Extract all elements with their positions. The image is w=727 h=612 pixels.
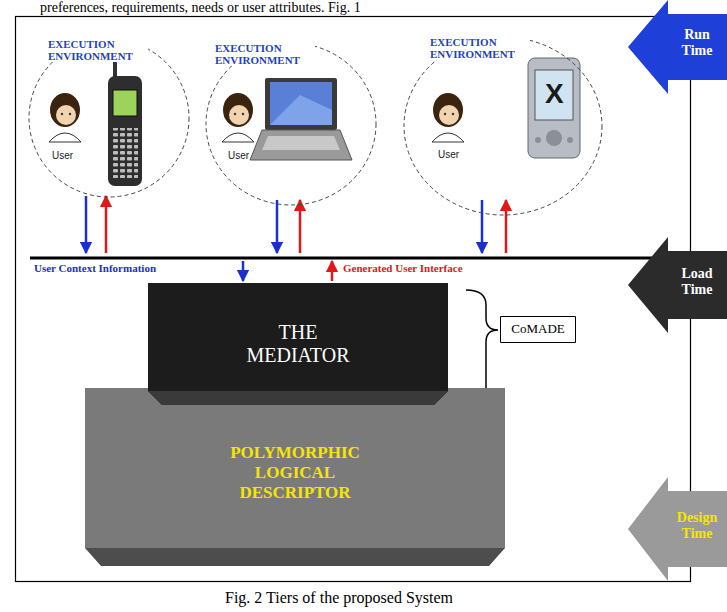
figure-caption: Fig. 2 Tiers of the proposed System bbox=[225, 589, 453, 607]
execution-environment: EXECUTION ENVIRONMENT User bbox=[28, 38, 190, 198]
frame bbox=[16, 17, 691, 582]
arrow-body bbox=[628, 0, 727, 94]
user-label: User bbox=[52, 150, 82, 161]
user-icon bbox=[49, 93, 81, 142]
arrow-body bbox=[628, 477, 727, 581]
node-heading: THE MEDIATOR bbox=[228, 321, 368, 367]
arrow-body bbox=[628, 237, 727, 333]
laptop bbox=[250, 78, 352, 160]
execution-environment: EXECUTION ENVIRONMENT User bbox=[403, 36, 603, 216]
mediator-block: THE MEDIATOR bbox=[148, 283, 448, 405]
block-bevel bbox=[148, 391, 448, 405]
dashed-boundary bbox=[206, 43, 376, 205]
node-heading: Run Time bbox=[670, 27, 724, 59]
execution-environment-outline bbox=[205, 42, 377, 206]
node-heading: Design Time bbox=[670, 510, 724, 542]
pda bbox=[528, 58, 580, 158]
node-heading: CoMADE bbox=[500, 321, 576, 337]
tier-arrow: Load Time bbox=[626, 237, 727, 333]
execution-environment: EXECUTION ENVIRONMENT User bbox=[205, 42, 377, 206]
user-icon bbox=[222, 93, 254, 142]
descriptor-block: POLYMORPHIC LOGICAL DESCRIPTOR bbox=[85, 388, 505, 566]
bus-line bbox=[30, 257, 665, 260]
block-face bbox=[85, 388, 505, 548]
node-heading: Load Time bbox=[670, 266, 724, 298]
user-label: User bbox=[228, 150, 258, 161]
node-heading: POLYMORPHIC LOGICAL DESCRIPTOR bbox=[205, 443, 385, 503]
dashed-boundary bbox=[29, 39, 189, 197]
node-heading: EXECUTION ENVIRONMENT bbox=[430, 36, 530, 60]
execution-environment-outline bbox=[403, 36, 603, 216]
box-border bbox=[501, 317, 576, 343]
tier-arrow: Run Time bbox=[626, 0, 727, 94]
dashed-boundary bbox=[404, 37, 602, 215]
node-heading: EXECUTION ENVIRONMENT bbox=[48, 38, 148, 62]
body-text: preferences, requirements, needs or user… bbox=[40, 0, 361, 16]
screen-logo: X bbox=[545, 78, 564, 110]
block-face bbox=[148, 283, 448, 405]
block-bevel bbox=[85, 548, 505, 566]
flow-label: User Context Information bbox=[34, 262, 156, 274]
flow-label: Generated User Interface bbox=[343, 262, 463, 274]
execution-environment-outline bbox=[28, 38, 190, 198]
tier-label-box: CoMADE bbox=[500, 316, 576, 343]
user-icon bbox=[432, 93, 464, 142]
node-heading: EXECUTION ENVIRONMENT bbox=[215, 42, 315, 66]
user-label: User bbox=[438, 149, 468, 160]
mobile-phone bbox=[108, 58, 142, 186]
tier-arrow: Design Time bbox=[626, 477, 727, 581]
